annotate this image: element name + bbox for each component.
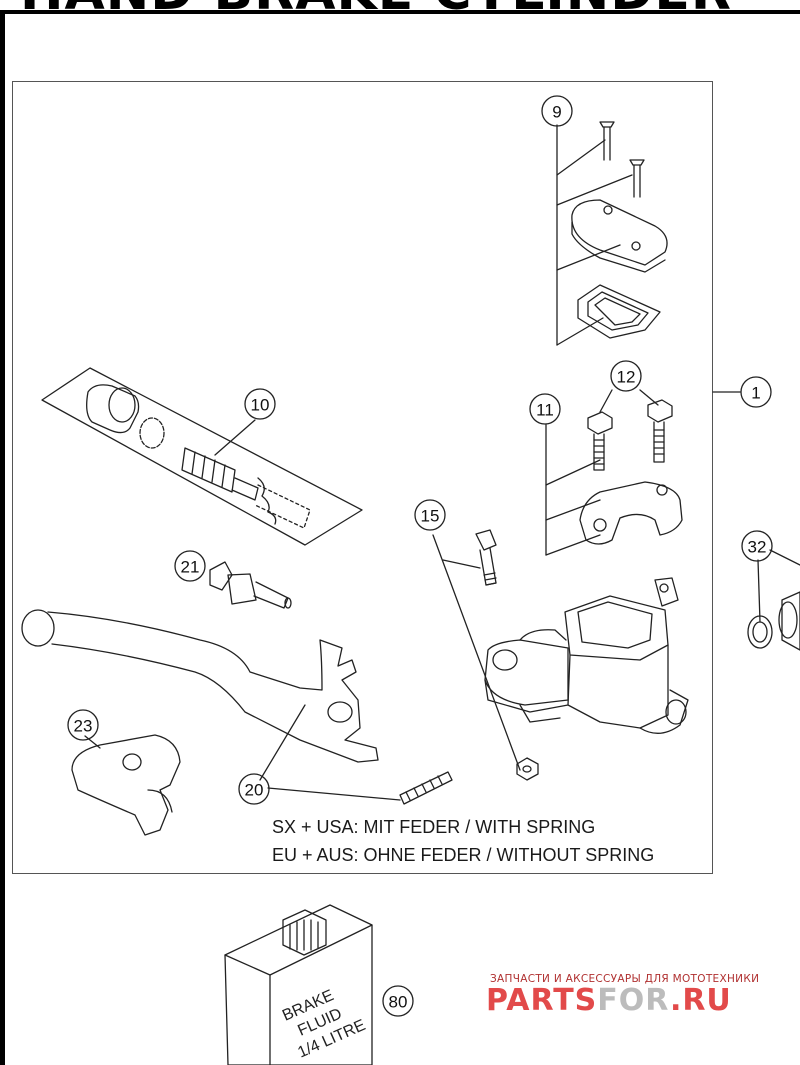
part-1-master-cylinder [484,391,741,734]
callout-12: 12 [617,368,636,387]
callout-20: 20 [245,781,264,800]
callout-32: 32 [748,538,767,557]
callout-10: 10 [251,396,270,415]
watermark-logo: PARTSFOR.RU [486,983,732,1018]
note-with-spring: SX + USA: MIT FEDER / WITH SPRING [272,817,596,837]
part-23-guard [71,734,181,836]
page-title: HAND BRAKE CYLINDER [20,0,732,18]
note-without-spring: EU + AUS: OHNE FEDER / WITHOUT SPRING [272,845,655,865]
part-21-adjuster [209,561,292,609]
frame-top-border [0,10,800,14]
watermark-logo-for: FOR [597,983,670,1018]
callout-23: 23 [74,717,93,736]
part-15-pin-nut [432,529,539,781]
callout-11: 11 [536,401,554,420]
watermark-logo-parts: PARTS [486,983,598,1018]
callout-80: 80 [389,993,408,1012]
part-20-lever [21,609,453,805]
watermark-logo-ru: .RU [669,983,732,1018]
callout-15: 15 [421,507,440,526]
callout-21: 21 [181,558,200,577]
frame-left-border [0,10,5,1065]
part-32-washer [747,549,800,651]
part-80-brake-fluid-bottle [224,904,373,1065]
callout-1: 1 [751,384,760,403]
part-11-12-clamp-bolts [545,389,683,556]
callout-9: 9 [552,103,561,122]
watermark-tagline: ЗАПЧАСТИ И АКСЕССУАРЫ ДЛЯ МОТОТЕХНИКИ [490,973,760,985]
diagram-panel [12,81,713,874]
part-10-piston-kit [41,367,363,546]
part-9-reservoir-cover [556,121,668,346]
callout-circles [67,95,773,1017]
